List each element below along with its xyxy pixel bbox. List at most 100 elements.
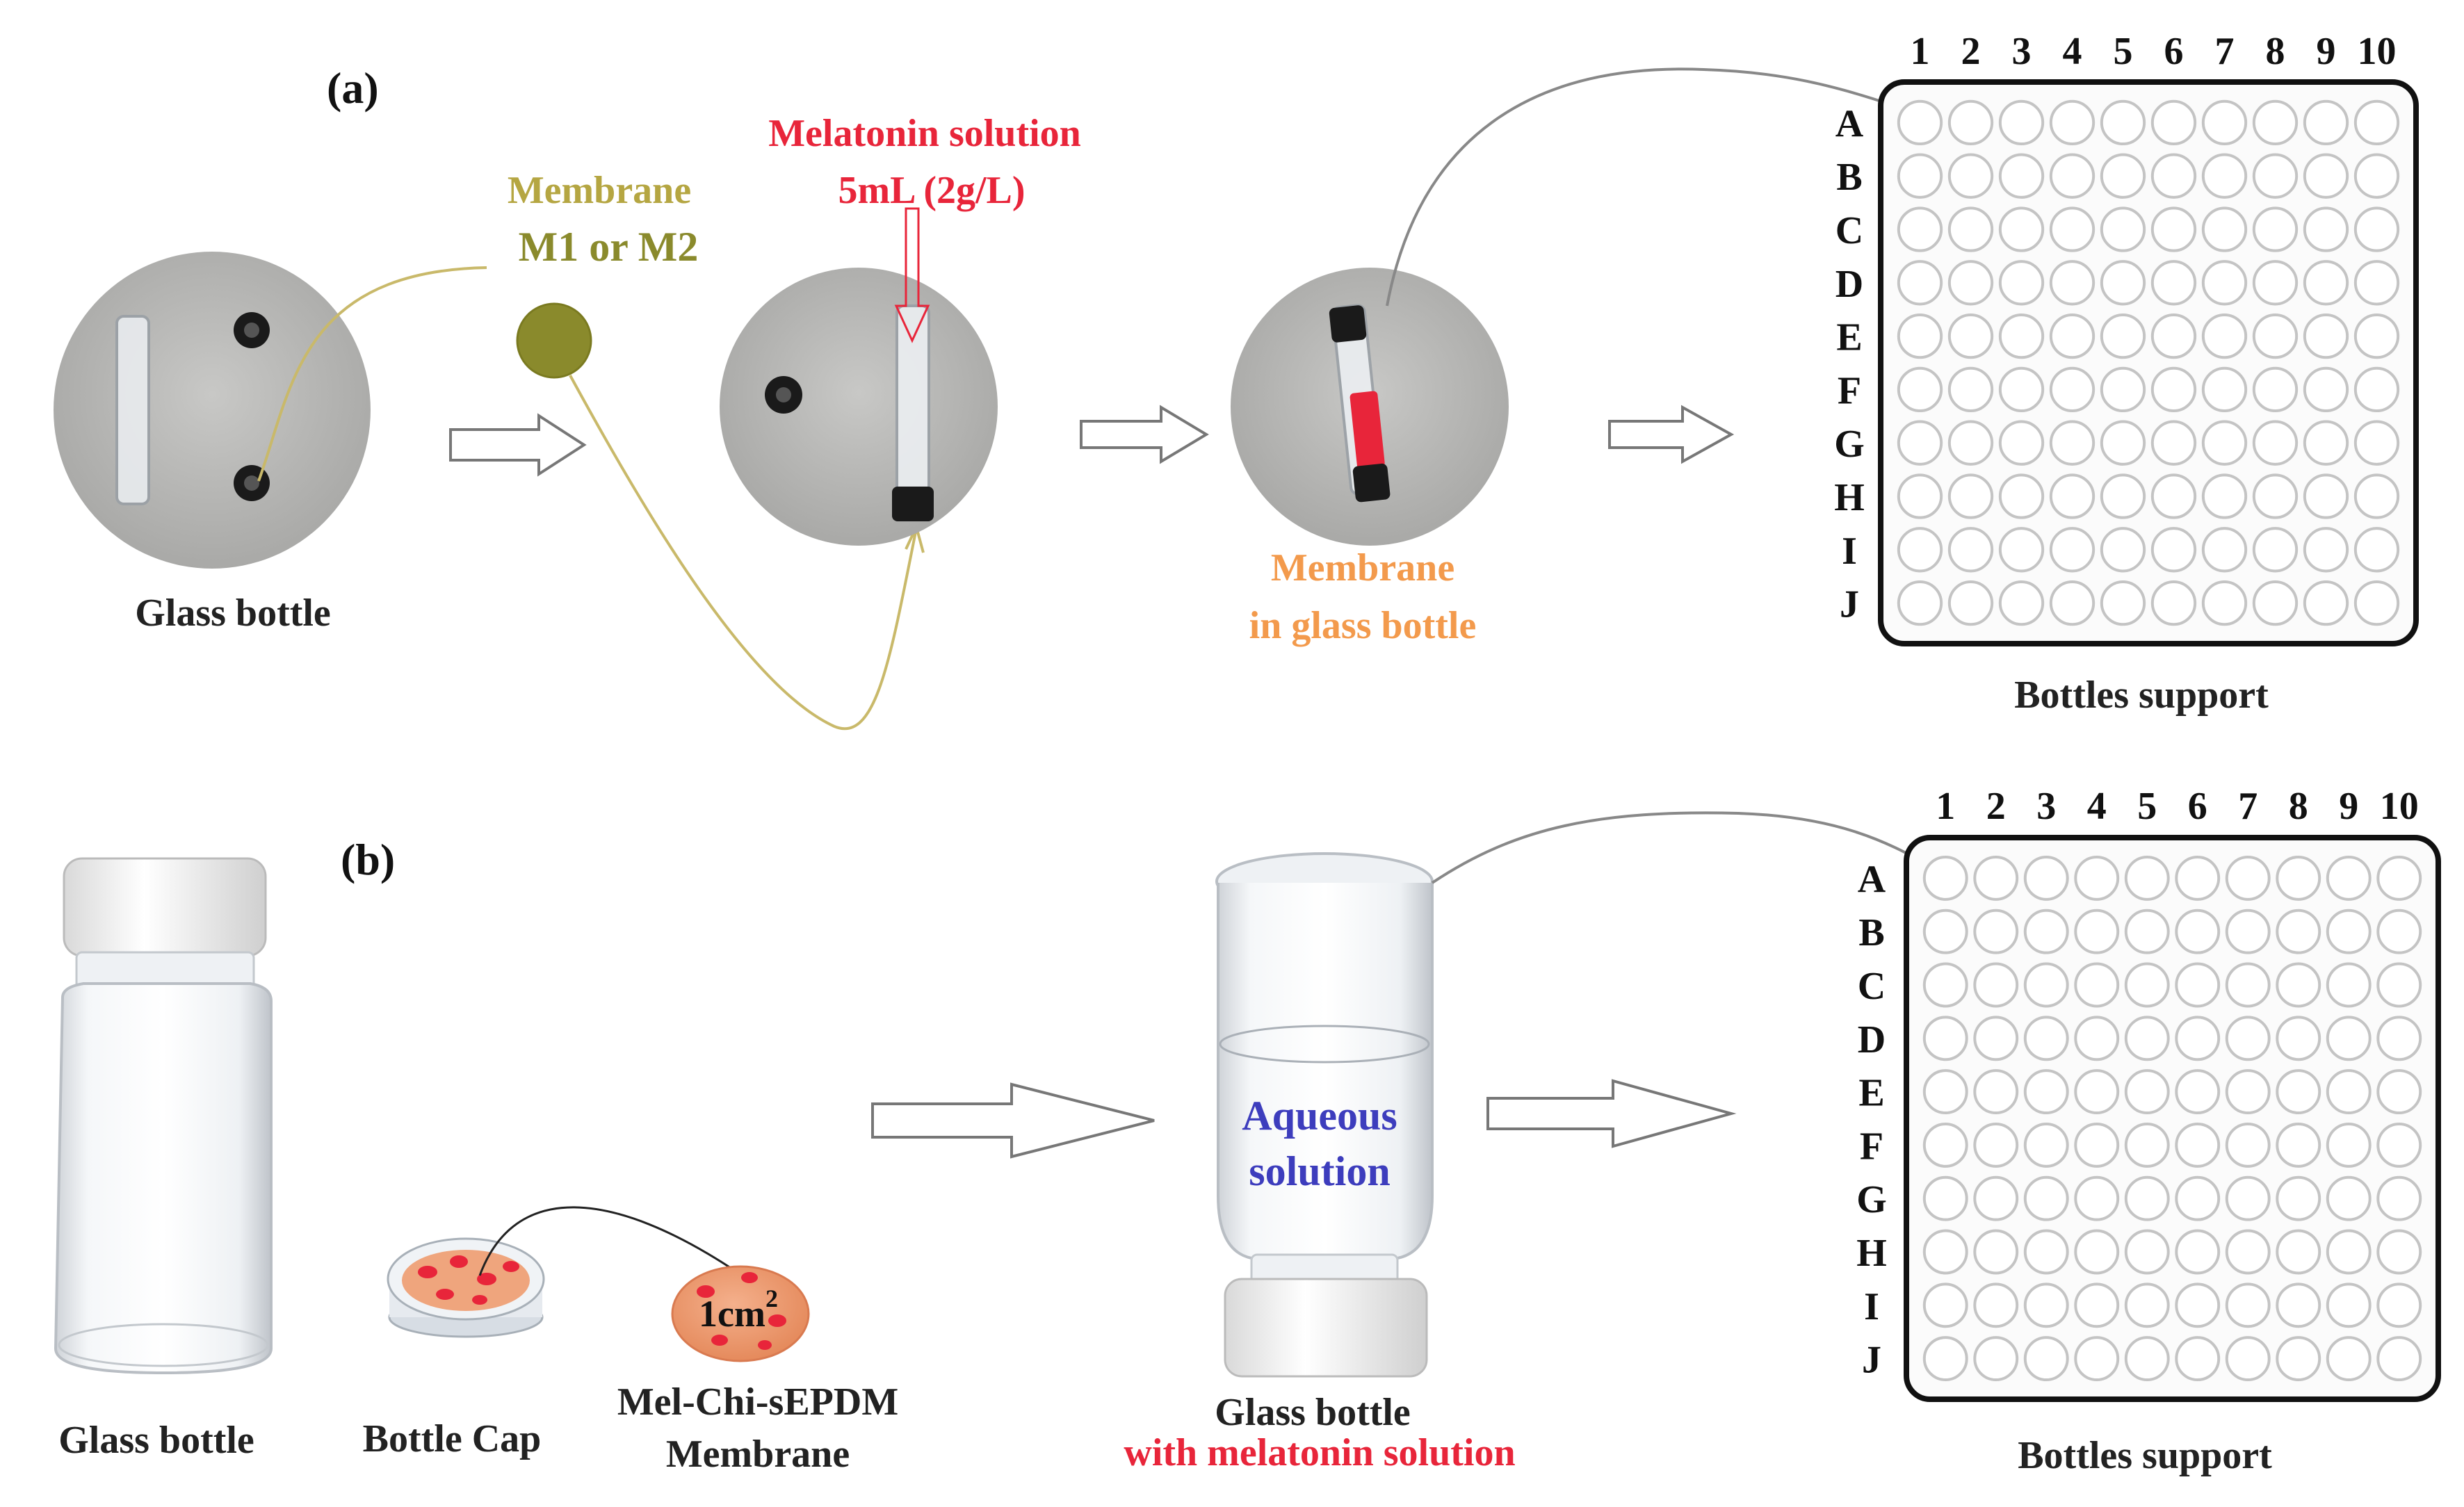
well-D9 <box>2303 260 2349 306</box>
well-J1 <box>1922 1336 1968 1382</box>
row-label-J: J <box>1840 583 1859 626</box>
column-label-3: 3 <box>2012 30 2032 73</box>
melatonin-label-line2: 5mL (2g/L) <box>838 169 1025 212</box>
well-F3 <box>2023 1122 2069 1168</box>
connector-line-b1 <box>478 1206 738 1276</box>
process-arrow-a2 <box>1080 405 1209 464</box>
well-I1 <box>1897 527 1943 573</box>
well-H6 <box>2175 1229 2221 1275</box>
well-C1 <box>1922 962 1968 1008</box>
well-A4 <box>2049 99 2096 146</box>
well-E8 <box>2276 1069 2321 1115</box>
inverted-glass-bottle <box>1215 852 1434 1378</box>
well-G1 <box>1897 420 1943 466</box>
well-H3 <box>2023 1229 2069 1275</box>
membrane-area-value: 1cm <box>699 1293 765 1335</box>
well-D2 <box>1947 260 1994 306</box>
well-H9 <box>2303 473 2349 519</box>
column-label-4: 4 <box>2063 30 2082 73</box>
well-B3 <box>1998 153 2045 199</box>
well-H7 <box>2201 473 2248 519</box>
connector-line-a2 <box>569 375 918 731</box>
row-label-C: C <box>1835 209 1863 252</box>
row-label-D: D <box>1858 1018 1886 1061</box>
well-H1 <box>1922 1229 1968 1275</box>
process-arrow-b1 <box>871 1082 1155 1159</box>
well-B7 <box>2225 909 2271 954</box>
well-F9 <box>2303 366 2349 413</box>
well-I3 <box>1998 527 2045 573</box>
well-G10 <box>2376 1175 2422 1221</box>
well-I9 <box>2303 527 2349 573</box>
well-G9 <box>2326 1175 2372 1221</box>
well-D6 <box>2150 260 2197 306</box>
glass-bottle-label-b: Glass bottle <box>58 1419 254 1462</box>
well-C4 <box>2074 962 2120 1008</box>
row-label-G: G <box>1856 1178 1887 1221</box>
well-G9 <box>2303 420 2349 466</box>
well-F10 <box>2353 366 2400 413</box>
column-label-5: 5 <box>2137 785 2157 828</box>
column-label-10: 10 <box>2380 785 2419 828</box>
row-label-E: E <box>1836 316 1862 359</box>
mel-chi-membrane-line1: Mel-Chi-sEPDM <box>617 1380 898 1424</box>
column-label-1: 1 <box>1911 30 1930 73</box>
well-G2 <box>1973 1175 2019 1221</box>
well-E4 <box>2074 1069 2120 1115</box>
well-G7 <box>2225 1175 2271 1221</box>
row-label-B: B <box>1858 911 1884 954</box>
well-B10 <box>2353 153 2400 199</box>
well-J2 <box>1947 580 1994 626</box>
mel-chi-membrane-line2: Membrane <box>666 1433 850 1476</box>
well-D5 <box>2124 1016 2170 1061</box>
well-I5 <box>2100 527 2146 573</box>
well-E8 <box>2252 313 2299 359</box>
well-D3 <box>2023 1016 2069 1061</box>
glass-bottle-photo-a <box>54 252 371 569</box>
well-F5 <box>2100 366 2146 413</box>
well-A2 <box>1973 855 2019 901</box>
well-B3 <box>2023 909 2069 954</box>
membrane-area-superscript: 2 <box>765 1285 778 1312</box>
well-E6 <box>2150 313 2197 359</box>
row-label-G: G <box>1834 423 1865 466</box>
well-G1 <box>1922 1175 1968 1221</box>
well-J4 <box>2049 580 2096 626</box>
well-E3 <box>2023 1069 2069 1115</box>
result-bottle-line1: Glass bottle <box>1215 1391 1411 1434</box>
well-E2 <box>1973 1069 2019 1115</box>
well-C10 <box>2353 206 2400 252</box>
melatonin-label-line1: Melatonin solution <box>768 112 1081 155</box>
column-label-10: 10 <box>2358 30 2397 73</box>
well-G6 <box>2150 420 2197 466</box>
melatonin-tube-photo <box>720 268 998 546</box>
well-G5 <box>2124 1175 2170 1221</box>
bottle-cap-with-membrane <box>387 1237 545 1338</box>
well-J3 <box>2023 1336 2069 1382</box>
well-E1 <box>1897 313 1943 359</box>
well-H5 <box>2124 1229 2170 1275</box>
row-label-E: E <box>1858 1072 1884 1115</box>
column-label-5: 5 <box>2114 30 2133 73</box>
well-J9 <box>2303 580 2349 626</box>
well-A3 <box>1998 99 2045 146</box>
well-G4 <box>2074 1175 2120 1221</box>
well-J4 <box>2074 1336 2120 1382</box>
well-C6 <box>2175 962 2221 1008</box>
well-A6 <box>2150 99 2197 146</box>
well-F3 <box>1998 366 2045 413</box>
well-F2 <box>1973 1122 2019 1168</box>
row-label-C: C <box>1858 965 1886 1008</box>
row-label-I: I <box>1864 1285 1879 1328</box>
well-I8 <box>2252 527 2299 573</box>
membrane-in-bottle-line1: Membrane <box>1271 546 1454 589</box>
well-J6 <box>2175 1336 2221 1382</box>
well-I7 <box>2225 1282 2271 1328</box>
well-B9 <box>2303 153 2349 199</box>
well-C9 <box>2303 206 2349 252</box>
well-E7 <box>2225 1069 2271 1115</box>
process-arrow-a3 <box>1608 405 1735 464</box>
well-D5 <box>2100 260 2146 306</box>
row-label-F: F <box>1838 369 1861 412</box>
well-G7 <box>2201 420 2248 466</box>
